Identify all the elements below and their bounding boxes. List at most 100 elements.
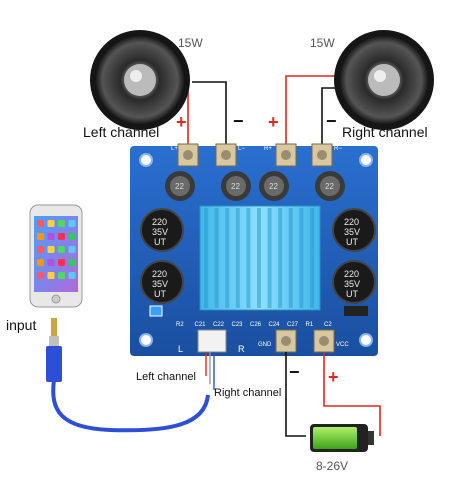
inductor-code: 22 xyxy=(231,182,240,191)
app-icon xyxy=(68,259,76,266)
app-icon xyxy=(47,272,55,279)
silk-r-plus: R+ xyxy=(264,146,272,152)
heatsink-fin xyxy=(257,208,261,308)
inductor-code: 22 xyxy=(269,182,278,191)
cap-series: UT xyxy=(154,237,166,247)
right-plus-sign: + xyxy=(268,112,279,132)
heatsink-fin xyxy=(246,208,251,308)
left-minus-wire xyxy=(192,81,227,150)
heatsink-fin xyxy=(225,208,230,308)
heatsink-fin xyxy=(204,208,208,308)
mount-hole xyxy=(139,153,153,167)
silk-r: R xyxy=(238,344,245,354)
heatsink-fin xyxy=(299,208,304,308)
part-label: R1 xyxy=(306,322,314,328)
app-icon xyxy=(58,233,65,240)
capacitor-labels: 220 35V UT 220 35V UT 220 35V UT 220 35V… xyxy=(152,217,360,299)
app-icon xyxy=(58,246,65,253)
heatsink-fin xyxy=(235,208,240,308)
cap-series: UT xyxy=(346,237,358,247)
app-icon xyxy=(58,220,65,227)
cap-series: UT xyxy=(154,289,166,299)
vcc-wire xyxy=(323,352,381,436)
left-channel-label: Left channel xyxy=(83,124,159,140)
heatsink-fin xyxy=(267,208,272,308)
heatsink-fin xyxy=(310,208,314,308)
part-label: C26 xyxy=(250,322,262,328)
heatsink xyxy=(199,205,321,311)
cap-value: 220 xyxy=(152,269,167,279)
cap-voltage: 35V xyxy=(152,279,168,289)
silk-vcc: VCC xyxy=(336,342,349,348)
gnd-wire xyxy=(285,352,306,437)
cap-voltage: 35V xyxy=(152,227,168,237)
capacitor xyxy=(140,208,184,252)
battery-voltage: 8-26V xyxy=(316,459,348,473)
part-label: C24 xyxy=(269,322,281,328)
capacitor xyxy=(332,208,376,252)
right-minus-wire xyxy=(321,87,338,150)
speaker-wires xyxy=(187,75,338,150)
cap-voltage: 35V xyxy=(344,279,360,289)
app-icon xyxy=(68,220,76,227)
cap-value: 220 xyxy=(344,269,359,279)
right-channel-label: Right channel xyxy=(342,124,428,140)
input-connector xyxy=(197,329,227,353)
phone-icon xyxy=(29,204,83,308)
input-right-channel-label: Right channel xyxy=(214,387,281,399)
inductor-code: 22 xyxy=(325,182,334,191)
app-icon xyxy=(47,246,55,253)
app-icon xyxy=(37,233,44,240)
capacitor xyxy=(140,260,184,304)
app-icon xyxy=(68,246,76,253)
silk-l-minus: L− xyxy=(238,146,245,152)
part-label: C27 xyxy=(287,322,299,328)
amplifier-board xyxy=(130,143,378,356)
input-label: input xyxy=(6,317,36,333)
inductor xyxy=(165,171,195,201)
silk-gnd: GND xyxy=(258,342,272,348)
silk-l: L xyxy=(178,344,183,354)
heatsink-fin xyxy=(288,208,293,308)
vcc-plus-sign: + xyxy=(328,367,339,387)
gnd-minus-sign: − xyxy=(289,362,300,382)
right-speaker-power: 15W xyxy=(310,36,335,50)
part-label: C21 xyxy=(195,322,207,328)
app-icon xyxy=(47,220,55,227)
part-label: R2 xyxy=(176,322,184,328)
capacitor xyxy=(332,260,376,304)
inductor xyxy=(315,171,345,201)
part-label: C23 xyxy=(232,322,244,328)
cap-voltage: 35V xyxy=(344,227,360,237)
ic-chip xyxy=(344,306,368,316)
silk-l-plus: L+ xyxy=(171,146,178,152)
heatsink-fin xyxy=(214,208,219,308)
left-plus-sign: + xyxy=(176,112,187,132)
cap-value: 220 xyxy=(344,217,359,227)
mount-hole xyxy=(139,333,153,347)
app-icon xyxy=(47,259,55,266)
left-minus-sign: − xyxy=(233,111,244,131)
part-label: C22 xyxy=(213,322,225,328)
input-left-channel-label: Left channel xyxy=(136,371,196,383)
app-icon xyxy=(68,272,76,279)
mount-hole xyxy=(359,333,373,347)
app-icon xyxy=(47,233,55,240)
cap-series: UT xyxy=(346,289,358,299)
app-icon xyxy=(58,272,65,279)
silk-r-minus: R− xyxy=(334,146,342,152)
app-icon xyxy=(37,272,44,279)
right-speaker xyxy=(334,30,434,130)
blue-trimmer xyxy=(149,305,163,317)
cap-value: 220 xyxy=(152,217,167,227)
mount-hole xyxy=(359,153,373,167)
heatsink-fin xyxy=(278,208,283,308)
left-speaker-power: 15W xyxy=(178,36,203,50)
inductor xyxy=(259,171,289,201)
battery-icon xyxy=(310,424,374,452)
part-label: C2 xyxy=(324,322,332,328)
app-icon xyxy=(37,220,44,227)
audio-cable xyxy=(51,379,210,433)
right-plus-wire xyxy=(285,75,338,150)
